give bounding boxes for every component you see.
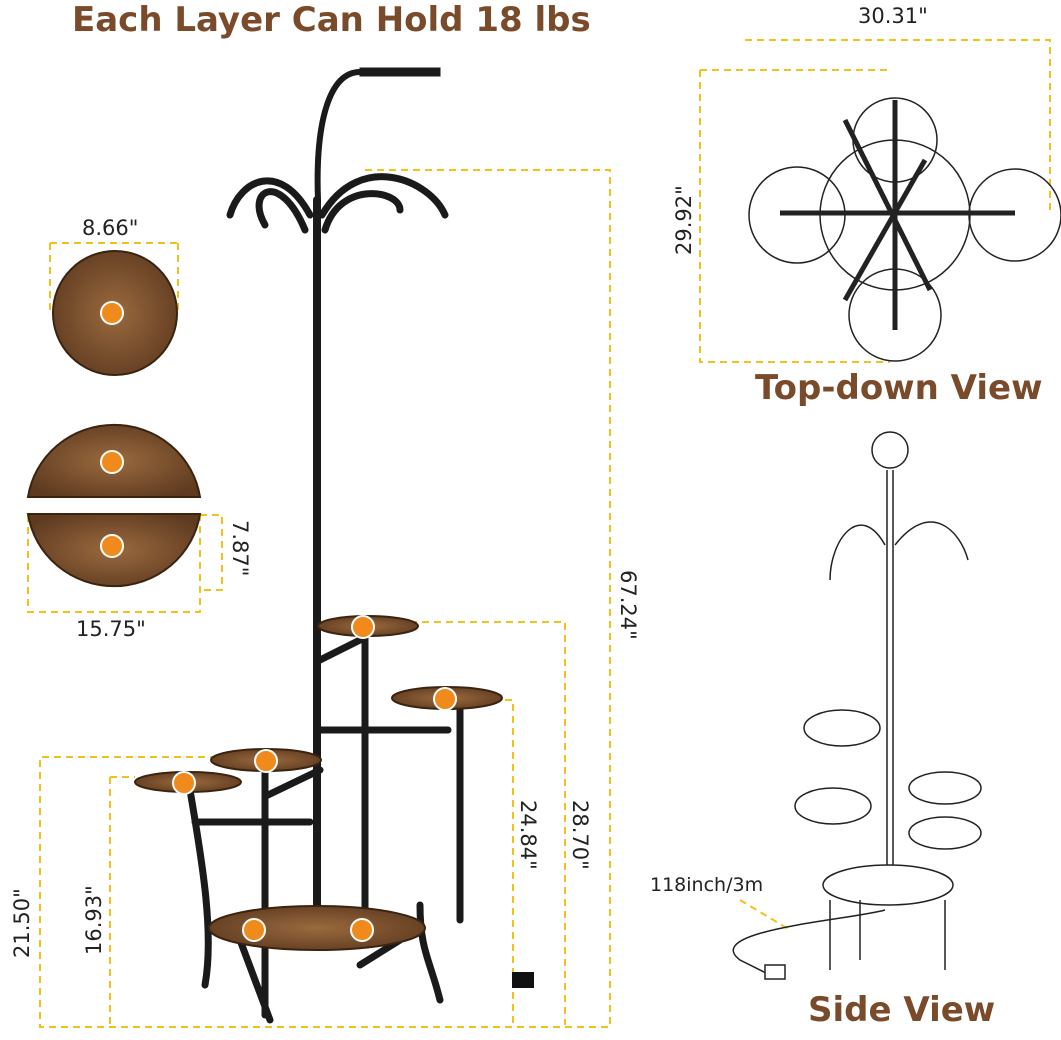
side-view-diagram <box>732 431 982 980</box>
side-view-label: Side View <box>808 990 996 1030</box>
cable-length-label: 118inch/3m <box>650 874 764 896</box>
badge-circles <box>100 301 457 942</box>
top-view-label: Top-down View <box>755 368 1043 408</box>
top-depth-label: 29.92" <box>672 185 696 255</box>
large-shelf-diameter: 15.75" <box>76 617 146 641</box>
dimension-lines <box>27 39 1051 1028</box>
power-plug <box>512 972 534 988</box>
low-shelf-height: 16.93" <box>82 885 106 955</box>
total-height-label: 67.24" <box>616 570 640 640</box>
right-shelf-height: 24.84" <box>516 800 540 870</box>
mid-shelf-height: 21.50" <box>10 888 34 958</box>
upper-shelf-height: 28.70" <box>568 800 592 870</box>
top-down-diagram <box>748 97 1061 362</box>
half-shelf-depth: 7.87" <box>228 520 252 577</box>
page-title: Each Layer Can Hold 18 lbs <box>72 0 591 40</box>
small-shelf-diameter: 8.66" <box>82 216 139 240</box>
top-width-label: 30.31" <box>858 4 928 28</box>
plant-stand-photo <box>186 67 464 1024</box>
